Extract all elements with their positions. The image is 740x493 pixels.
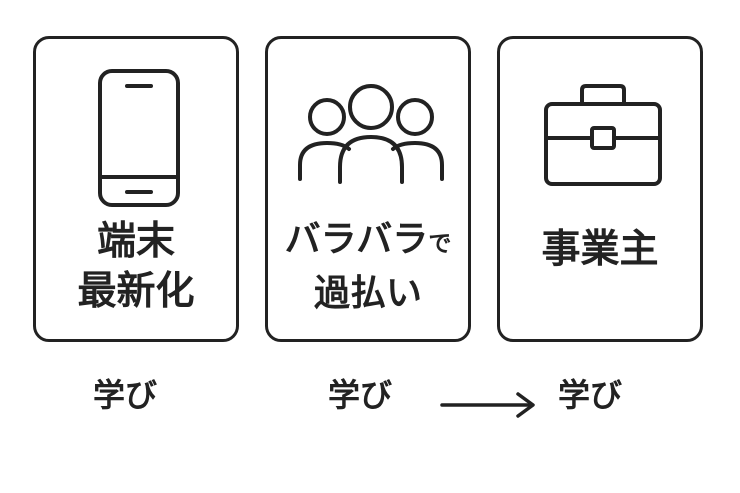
card-title-line: 端末 xyxy=(96,219,175,264)
card-device-upgrade: 端末 最新化 xyxy=(33,36,239,342)
card-title: 端末 最新化 xyxy=(36,217,236,317)
caption-learning: 学び xyxy=(558,376,623,414)
card-title-main: バラバラ xyxy=(284,219,429,260)
caption-learning: 学び xyxy=(93,376,158,414)
smartphone-icon xyxy=(98,69,180,207)
card-title: バラバラで 過払い xyxy=(268,215,468,319)
caption-learning: 学び xyxy=(328,376,393,414)
card-business-owner: 事業主 xyxy=(497,36,703,342)
card-title-line: バラバラで xyxy=(268,215,468,269)
people-group-icon xyxy=(298,84,444,184)
card-title-particle: で xyxy=(428,231,452,257)
card-scattered-overpayment: バラバラで 過払い xyxy=(265,36,471,342)
card-title: 事業主 xyxy=(500,225,700,275)
arrow-right-icon xyxy=(440,392,535,418)
card-title-line: 事業主 xyxy=(541,227,659,272)
briefcase-icon xyxy=(544,84,662,186)
card-title-line: 最新化 xyxy=(77,269,195,314)
card-title-line: 過払い xyxy=(313,273,422,314)
